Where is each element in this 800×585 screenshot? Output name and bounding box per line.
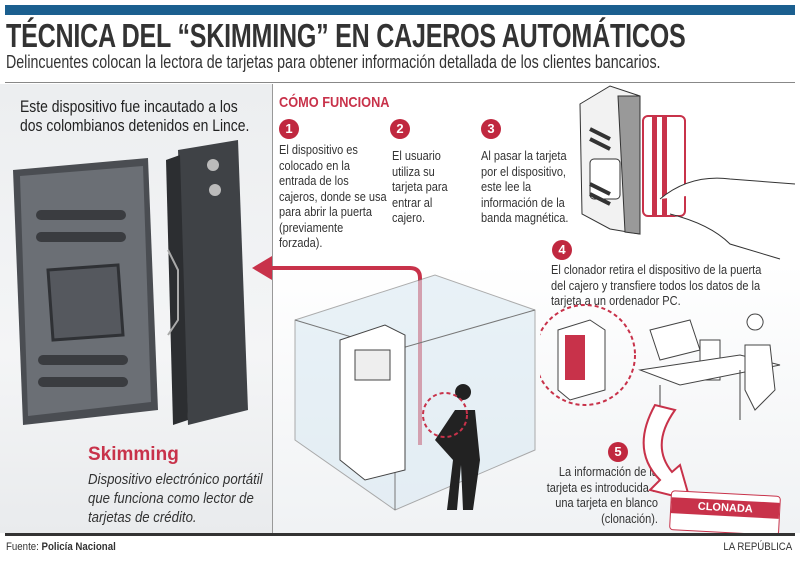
- source-name: Policía Nacional: [41, 541, 116, 553]
- divider: [5, 82, 795, 83]
- how-it-works-heading: CÓMO FUNCIONA: [279, 94, 390, 111]
- page-title: TÉCNICA DEL “SKIMMING” EN CAJEROS AUTOMÁ…: [6, 17, 686, 54]
- page-subtitle: Delincuentes colocan la lectora de tarje…: [6, 52, 661, 72]
- card-reader-hand-illustration: [579, 85, 796, 260]
- step-1-text: El dispositivo es colocado en la entrada…: [279, 143, 387, 250]
- arrow-left-icon: [252, 256, 422, 445]
- skimming-device-photo: [13, 140, 248, 425]
- step-3-text: Al pasar la tarjeta por el dispositivo, …: [481, 149, 569, 225]
- atm-booth-illustration: [294, 274, 536, 511]
- skimming-definition: Dispositivo electrónico portátil que fun…: [88, 471, 263, 526]
- step-5-badge: 5: [608, 442, 628, 462]
- cloned-card: CLONADA: [669, 490, 781, 536]
- step-3-badge: 3: [481, 119, 501, 139]
- step-4-badge: 4: [552, 240, 572, 260]
- step-5-text: La información de la tarjeta es introduc…: [546, 465, 658, 526]
- computer-user-illustration: [540, 304, 781, 440]
- seized-caption: Este dispositivo fue incautado a los dos…: [20, 97, 250, 135]
- source-line: Fuente: Policía Nacional: [6, 541, 116, 553]
- step-1-badge: 1: [279, 119, 299, 139]
- step-2-text: El usuario utiliza su tarjeta para entra…: [392, 149, 448, 225]
- publisher-brand: LA REPÚBLICA: [723, 541, 792, 553]
- top-bar: [5, 5, 795, 15]
- cloned-card-label: CLONADA: [670, 497, 780, 519]
- bottom-divider: [5, 533, 795, 536]
- skimming-term: Skimming: [88, 444, 179, 465]
- step-2-badge: 2: [390, 119, 410, 139]
- source-label: Fuente:: [6, 541, 39, 553]
